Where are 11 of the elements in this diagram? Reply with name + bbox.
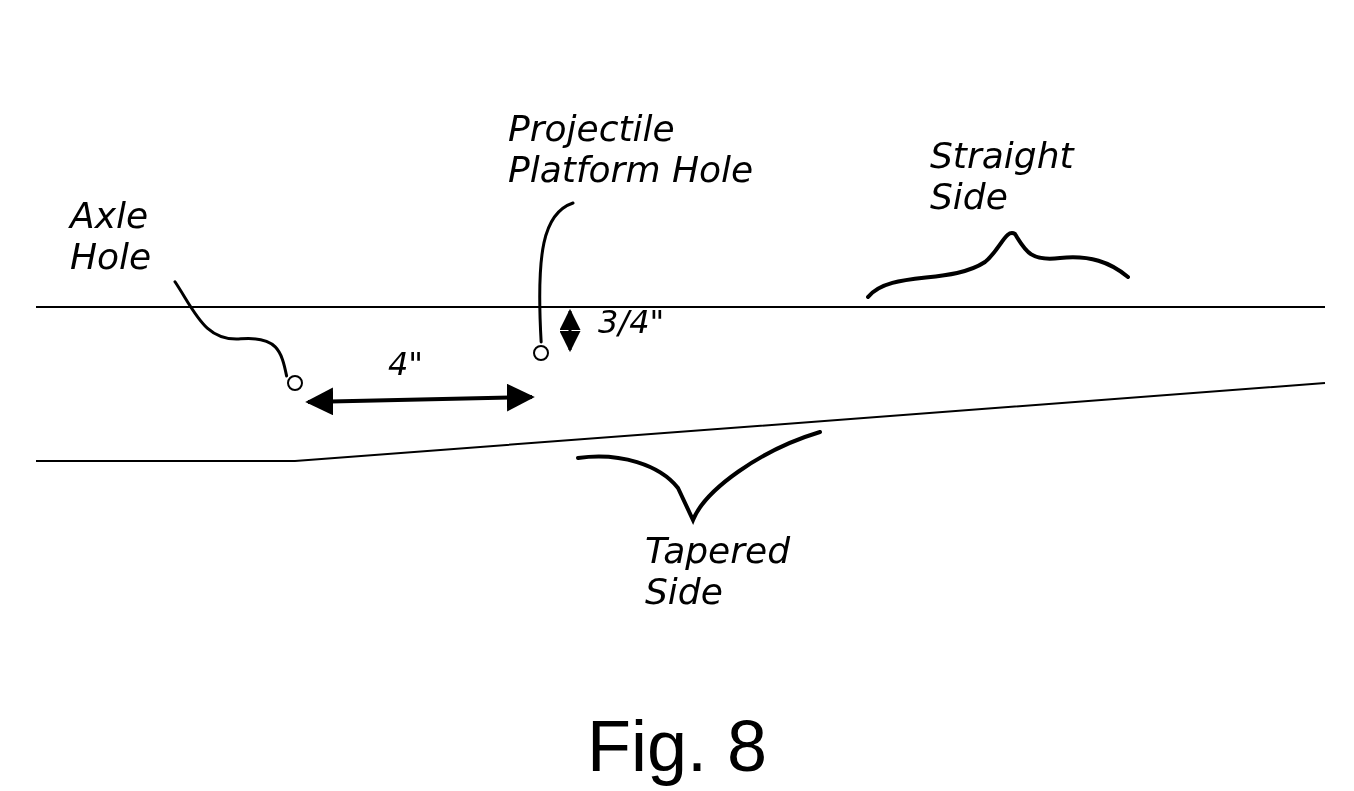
hole-circle — [533, 345, 549, 361]
dimension-label: 4" — [388, 345, 424, 383]
handwritten-label: Tapered Side — [645, 530, 792, 613]
leader-line — [538, 201, 575, 344]
handwritten-label: Axle Hole — [70, 195, 153, 278]
handwritten-label: Straight Side — [930, 135, 1076, 218]
leader-line — [173, 280, 289, 378]
handwritten-label: Projectile Platform Hole — [508, 108, 755, 191]
figure-caption: Fig. 8 — [586, 705, 768, 787]
hole-circle — [287, 375, 303, 391]
dimension-label: 3/4" — [598, 303, 665, 341]
